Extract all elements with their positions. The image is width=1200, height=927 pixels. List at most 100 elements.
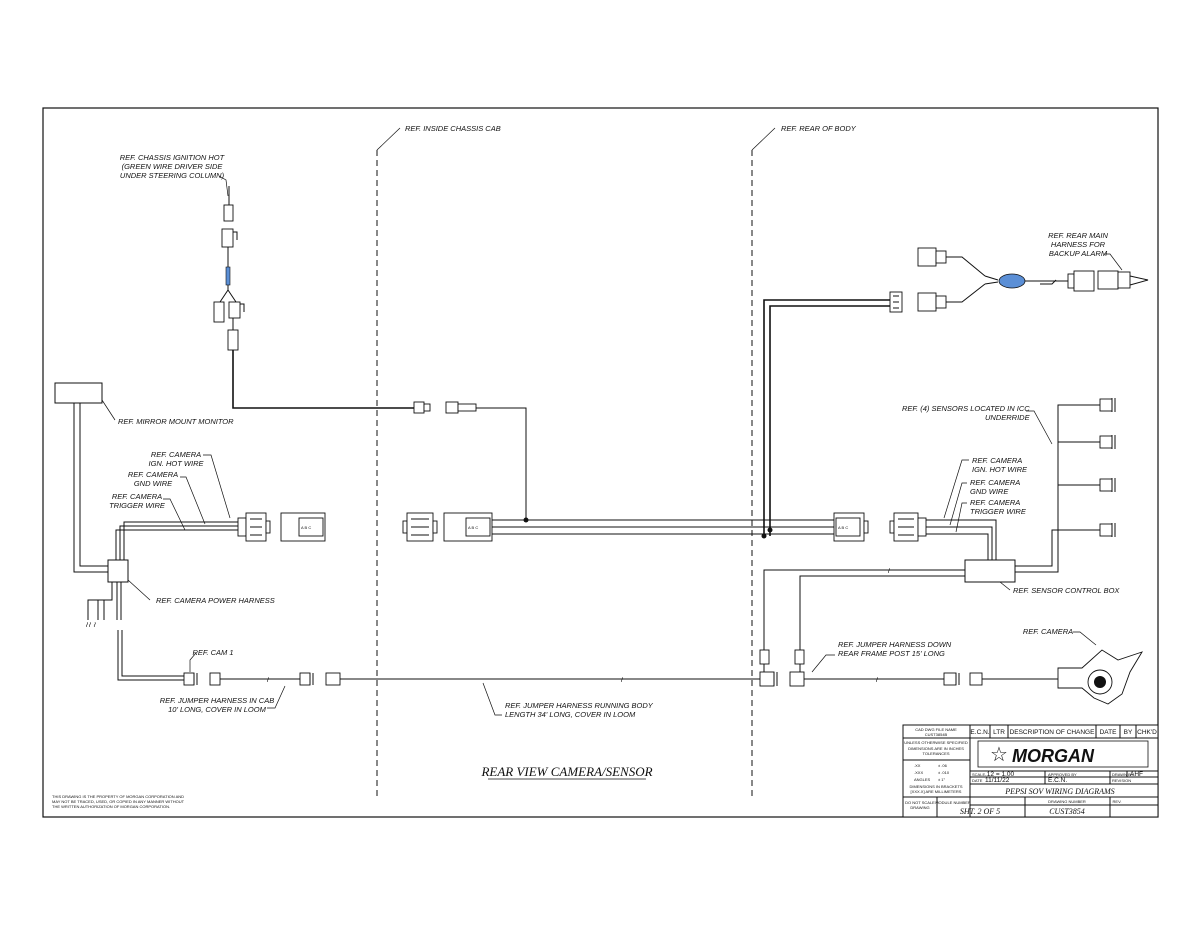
label-jumper-cab-1: REF. JUMPER HARNESS IN CAB <box>160 696 274 705</box>
svg-text:DIMENSIONS ARE IN INCHES: DIMENSIONS ARE IN INCHES <box>908 746 964 751</box>
label-left-trig-1: REF. CAMERA <box>112 492 162 501</box>
svg-text:± .06: ± .06 <box>938 763 948 768</box>
label-right-ign-2: IGN. HOT WIRE <box>972 465 1028 474</box>
label-rear-main-3: BACKUP ALARM <box>1049 249 1108 258</box>
left-camera-wire-labels: REF. CAMERA IGN. HOT WIRE REF. CAMERA GN… <box>109 450 231 531</box>
label-left-ign-1: REF. CAMERA <box>151 450 201 459</box>
svg-text:TOLERANCES: TOLERANCES <box>922 751 949 756</box>
svg-text:DIMENSIONS IN BRACKETS: DIMENSIONS IN BRACKETS <box>909 784 962 789</box>
label-left-trig-2: TRIGGER WIRE <box>109 501 166 510</box>
label-sensors-1: REF. (4) SENSORS LOCATED IN ICC <box>902 404 1030 413</box>
rear-camera: REF. CAMERA <box>1023 627 1144 705</box>
svg-text:± 1°: ± 1° <box>938 777 946 782</box>
svg-text:REV.: REV. <box>1113 799 1122 804</box>
svg-text:11/11/22: 11/11/22 <box>985 777 1010 784</box>
ref-inside-cab-line: REF. INSIDE CHASSIS CAB <box>376 124 501 798</box>
blue-fuse-holder <box>225 266 231 286</box>
chassis-ignition-pigtail: REF. CHASSIS IGNITION HOT (GREEN WIRE DR… <box>120 153 529 523</box>
label-jumper-down-1: REF. JUMPER HARNESS DOWN <box>838 640 952 649</box>
label-chassis-ign-3: UNDER STEERING COLUMN) <box>120 171 225 180</box>
label-jumper-down-2: REAR FRAME POST 15' LONG <box>838 649 945 658</box>
label-right-trig-1: REF. CAMERA <box>970 498 1020 507</box>
wire-break-glyph: ≀≀ ≀ <box>85 620 96 629</box>
wire-break-glyph-2: ≀ <box>887 566 890 575</box>
svg-text:DRAWING: DRAWING <box>910 805 929 810</box>
property-note: THIS DRAWING IS THE PROPERTY OF MORGAN C… <box>52 794 185 809</box>
svg-text:REVISION: REVISION <box>1112 778 1131 783</box>
svg-text:DATE: DATE <box>972 778 983 783</box>
lower-jumper-run: ≀ ≀ ≀ REF. CAM 1 REF. JUMPER HARNESS IN … <box>160 640 1058 719</box>
svg-text:MAY NOT BE TRACED, USED, OR CO: MAY NOT BE TRACED, USED, OR COPIED IN AN… <box>52 799 185 804</box>
camera-power-harness: REF. CAMERA POWER HARNESS ≀≀ ≀ <box>85 521 275 681</box>
sheet-border <box>42 107 1159 818</box>
svg-text:[XXX.X] ARE MILLIMETERS: [XXX.X] ARE MILLIMETERS <box>911 789 962 794</box>
svg-text:A B C: A B C <box>468 525 478 530</box>
svg-text:.12 = 1.00: .12 = 1.00 <box>985 771 1014 778</box>
svg-text:≀: ≀ <box>620 675 623 684</box>
label-jumper-body-2: LENGTH 34' LONG, COVER IN LOOM <box>505 710 636 719</box>
svg-text:≀: ≀ <box>266 675 269 684</box>
label-jumper-cab-2: 10' LONG, COVER IN LOOM <box>168 705 266 714</box>
label-left-gnd-2: GND WIRE <box>134 479 173 488</box>
title-block: CAD DWG FILE NAME CUST3854B UNLESS OTHER… <box>902 724 1159 818</box>
svg-text:E.C.N.: E.C.N. <box>1048 777 1067 784</box>
svg-text:THE WRITTEN AUTHORIZATION OF M: THE WRITTEN AUTHORIZATION OF MORGAN CORP… <box>52 804 170 809</box>
svg-text:UNLESS OTHERWISE SPECIFIED: UNLESS OTHERWISE SPECIFIED <box>904 740 968 745</box>
svg-text:± .010: ± .010 <box>938 770 950 775</box>
svg-text:DRAWING NUMBER: DRAWING NUMBER <box>1048 799 1086 804</box>
label-sensor-box: REF. SENSOR CONTROL BOX <box>1013 586 1120 595</box>
label-inside-cab: REF. INSIDE CHASSIS CAB <box>405 124 501 133</box>
label-sensors-2: UNDERRIDE <box>985 413 1031 422</box>
ref-rear-of-body-line: REF. REAR OF BODY <box>751 124 857 798</box>
label-mirror-monitor: REF. MIRROR MOUNT MONITOR <box>118 417 234 426</box>
svg-text:A B C: A B C <box>301 525 311 530</box>
svg-text:A B C: A B C <box>838 525 848 530</box>
label-right-ign-1: REF. CAMERA <box>972 456 1022 465</box>
label-rear-main-1: REF. REAR MAIN <box>1048 231 1108 240</box>
svg-text:DO NOT SCALE: DO NOT SCALE <box>905 800 935 805</box>
sensor-control-box: REF. SENSOR CONTROL BOX REF. (4) SENSORS… <box>759 398 1120 672</box>
drawing-number: CUST3854 <box>1049 807 1085 816</box>
sheet-number: SHT. 2 OF 5 <box>960 807 1000 816</box>
svg-text:.XXX: .XXX <box>914 770 923 775</box>
label-right-gnd-2: GND WIRE <box>970 487 1009 496</box>
svg-text:CHK'D: CHK'D <box>1137 729 1157 736</box>
label-rear-of-body: REF. REAR OF BODY <box>781 124 857 133</box>
svg-text:CUST3854B: CUST3854B <box>925 732 948 737</box>
svg-text:LTR: LTR <box>993 729 1005 736</box>
svg-text:DATE: DATE <box>1100 729 1118 736</box>
svg-text:CAD DWG FILE NAME: CAD DWG FILE NAME <box>915 727 957 732</box>
morgan-logo: MORGAN <box>1012 746 1095 766</box>
svg-text:ANGLES: ANGLES <box>914 777 931 782</box>
svg-text:DESCRIPTION OF CHANGE: DESCRIPTION OF CHANGE <box>1010 729 1096 736</box>
svg-text:SCALE: SCALE <box>972 772 985 777</box>
main-trunk-harness: A B C A B C A B C <box>237 512 997 560</box>
svg-text:DRAWN BY: DRAWN BY <box>1112 772 1134 777</box>
svg-text:BY: BY <box>1124 729 1133 736</box>
svg-text:AHF: AHF <box>1130 771 1143 778</box>
label-left-ign-2: IGN. HOT WIRE <box>149 459 205 468</box>
svg-text:E.C.N.: E.C.N. <box>970 729 989 736</box>
label-right-trig-2: TRIGGER WIRE <box>970 507 1027 516</box>
blue-splice-sleeve <box>998 273 1026 289</box>
star-icon: ☆ <box>990 744 1008 766</box>
svg-text:≀: ≀ <box>875 675 878 684</box>
label-chassis-ign-2: (GREEN WIRE DRIVER SIDE <box>122 162 224 171</box>
mirror-mount-monitor: REF. MIRROR MOUNT MONITOR <box>54 382 234 573</box>
svg-text:APPROVED BY: APPROVED BY <box>1048 772 1077 777</box>
label-rear-main-2: HARNESS FOR <box>1051 240 1106 249</box>
label-power-harness: REF. CAMERA POWER HARNESS <box>156 596 275 605</box>
label-jumper-body-1: REF. JUMPER HARNESS RUNNING BODY <box>505 701 654 710</box>
morgan-logo-frame <box>977 740 1149 768</box>
drawing-description: PEPSI SOV WIRING DIAGRAMS <box>1004 787 1114 796</box>
label-chassis-ign-1: REF. CHASSIS IGNITION HOT <box>120 153 226 162</box>
power-harness-box <box>107 559 129 583</box>
label-cam1: REF. CAM 1 <box>192 648 233 657</box>
svg-text:THIS DRAWING IS THE PROPERTY O: THIS DRAWING IS THE PROPERTY OF MORGAN C… <box>52 794 184 799</box>
label-left-gnd-1: REF. CAMERA <box>128 470 178 479</box>
svg-text:MODULE NUMBER: MODULE NUMBER <box>935 800 971 805</box>
right-camera-wire-labels: REF. CAMERA IGN. HOT WIRE REF. CAMERA GN… <box>943 456 1028 533</box>
label-camera: REF. CAMERA <box>1023 627 1073 636</box>
backup-alarm-tap: REF. REAR MAIN HARNESS FOR BACKUP ALARM <box>761 231 1149 539</box>
